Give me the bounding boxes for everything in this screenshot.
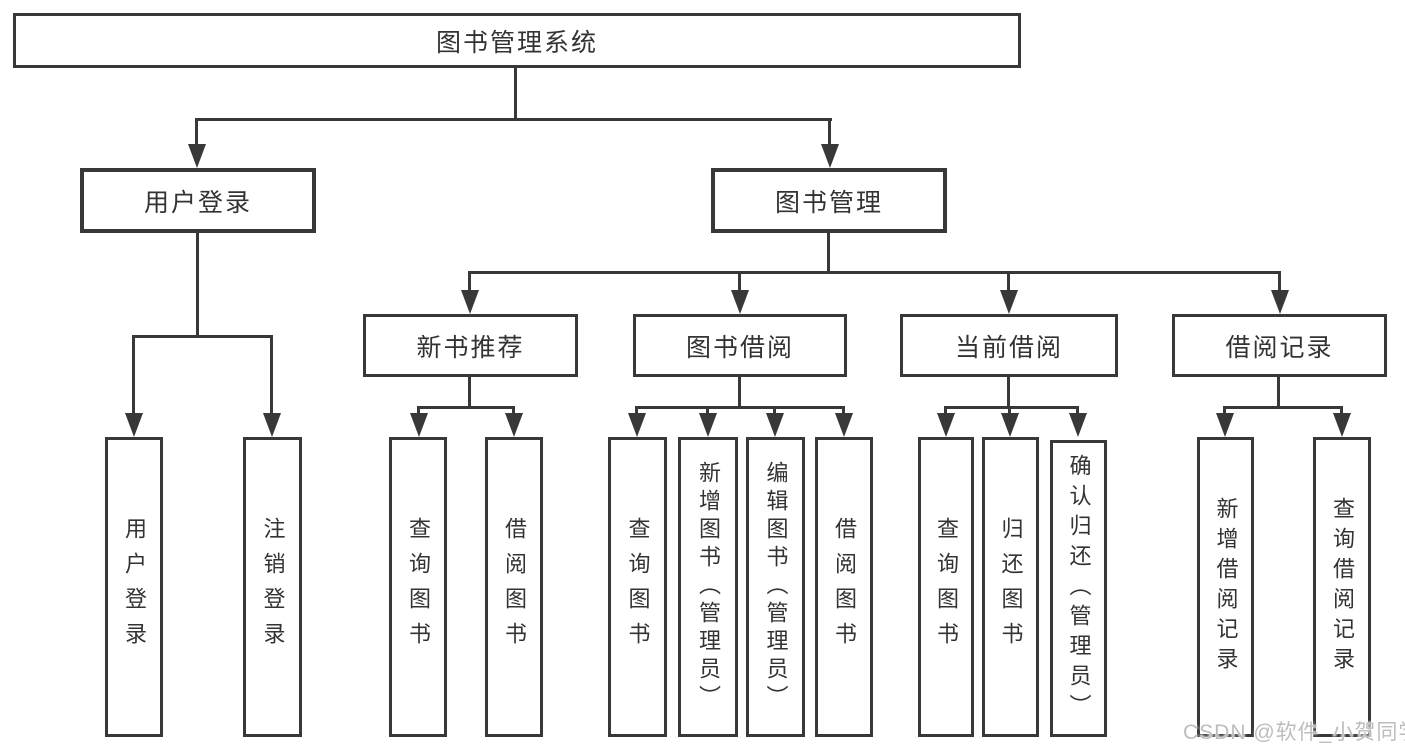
connector-drop-login-leaf bbox=[132, 338, 135, 415]
connector-drop-logout-leaf bbox=[270, 338, 273, 415]
arrowhead-cb-confirm bbox=[1069, 413, 1087, 437]
connector-root-stem bbox=[514, 68, 517, 121]
connector-book-borrow-stem bbox=[738, 377, 741, 409]
arrowhead-user-login bbox=[188, 144, 206, 168]
connector-drop-book-borrowing bbox=[738, 274, 741, 292]
connector-records-rail bbox=[1223, 406, 1343, 409]
leaf-query-borrow-record: 查询借阅记录 bbox=[1313, 437, 1371, 737]
arrowhead-logout-leaf bbox=[263, 413, 281, 437]
leaf-add-book-admin: 新增图书（管理员） bbox=[678, 437, 738, 737]
node-label: 查询图书 bbox=[625, 517, 651, 657]
arrowhead-bb-add bbox=[699, 413, 717, 437]
arrowhead-current-borrowing bbox=[1000, 290, 1018, 314]
connector-drop-br-add bbox=[1223, 409, 1226, 415]
node-label: 当前借阅 bbox=[954, 333, 1063, 362]
connector-book-mgmt-rail bbox=[468, 271, 1281, 274]
connector-drop-bb-borrow bbox=[842, 409, 845, 415]
node-label: 用户登录 bbox=[143, 188, 252, 217]
node-label: 新增图书（管理员） bbox=[696, 461, 721, 713]
leaf-borrow-books-recommend: 借阅图书 bbox=[485, 437, 543, 737]
node-label: 图书管理 bbox=[774, 188, 883, 217]
leaf-add-borrow-record: 新增借阅记录 bbox=[1197, 437, 1254, 737]
node-label: 注销登录 bbox=[260, 517, 286, 657]
connector-drop-bb-add bbox=[706, 409, 709, 415]
connector-drop-cb-confirm bbox=[1076, 409, 1079, 415]
connector-user-login-rail bbox=[132, 335, 273, 338]
connector-drop-borrowing-records bbox=[1278, 274, 1281, 292]
node-library-management-system: 图书管理系统 bbox=[13, 13, 1021, 68]
node-label: 查询图书 bbox=[934, 517, 959, 657]
node-current-borrowing: 当前借阅 bbox=[900, 314, 1118, 377]
leaf-logout: 注销登录 bbox=[243, 437, 302, 737]
arrowhead-br-add bbox=[1216, 413, 1234, 437]
leaf-query-books-current: 查询图书 bbox=[918, 437, 974, 737]
connector-book-mgmt-stem bbox=[827, 233, 830, 274]
arrowhead-cb-return bbox=[1001, 413, 1019, 437]
node-new-book-recommendation: 新书推荐 bbox=[363, 314, 578, 377]
connector-drop-nb-query bbox=[417, 409, 420, 415]
arrowhead-book-borrowing bbox=[731, 290, 749, 314]
node-book-borrowing: 图书借阅 bbox=[633, 314, 847, 377]
leaf-return-books: 归还图书 bbox=[982, 437, 1039, 737]
leaf-user-login: 用户登录 bbox=[105, 437, 163, 737]
node-label: 借阅图书 bbox=[832, 517, 857, 657]
node-label: 新增借阅记录 bbox=[1213, 497, 1239, 677]
node-borrowing-records: 借阅记录 bbox=[1172, 314, 1387, 377]
node-label: 借阅记录 bbox=[1225, 333, 1334, 362]
connector-book-borrow-rail bbox=[635, 406, 845, 409]
arrowhead-bb-query bbox=[628, 413, 646, 437]
arrowhead-login-leaf bbox=[125, 413, 143, 437]
connector-current-borrow-stem bbox=[1007, 377, 1010, 409]
arrowhead-new-books bbox=[461, 290, 479, 314]
arrowhead-nb-query bbox=[410, 413, 428, 437]
connector-drop-book-management bbox=[828, 121, 831, 146]
connector-drop-new-books bbox=[468, 274, 471, 292]
arrowhead-cb-query bbox=[937, 413, 955, 437]
leaf-borrow-books-borrowing: 借阅图书 bbox=[815, 437, 873, 737]
node-label: 图书管理系统 bbox=[435, 28, 598, 57]
connector-drop-cb-query bbox=[944, 409, 947, 415]
node-label: 新书推荐 bbox=[416, 333, 525, 362]
connector-root-rail bbox=[195, 118, 832, 121]
leaf-query-books-recommend: 查询图书 bbox=[389, 437, 447, 737]
arrowhead-borrowing-records bbox=[1271, 290, 1289, 314]
node-label: 查询图书 bbox=[406, 517, 431, 657]
leaf-edit-book-admin: 编辑图书（管理员） bbox=[746, 437, 805, 737]
leaf-query-books-borrowing: 查询图书 bbox=[608, 437, 667, 737]
connector-drop-cb-return bbox=[1008, 409, 1011, 415]
connector-new-books-rail bbox=[417, 406, 515, 409]
node-label: 编辑图书（管理员） bbox=[763, 461, 789, 713]
node-label: 归还图书 bbox=[998, 517, 1024, 657]
connector-drop-nb-borrow bbox=[512, 409, 515, 415]
node-user-login: 用户登录 bbox=[80, 168, 316, 233]
connector-drop-bb-query bbox=[635, 409, 638, 415]
connector-drop-current-borrowing bbox=[1007, 274, 1010, 292]
leaf-confirm-return-admin: 确认归还（管理员） bbox=[1050, 440, 1107, 737]
connector-drop-br-query bbox=[1340, 409, 1343, 415]
connector-current-borrow-rail bbox=[944, 406, 1079, 409]
arrowhead-nb-borrow bbox=[505, 413, 523, 437]
connector-records-stem bbox=[1277, 377, 1280, 409]
arrowhead-bb-borrow bbox=[835, 413, 853, 437]
connector-drop-user-login bbox=[195, 121, 198, 146]
node-label: 图书借阅 bbox=[685, 333, 794, 362]
node-label: 用户登录 bbox=[122, 517, 147, 657]
node-label: 查询借阅记录 bbox=[1330, 497, 1355, 677]
arrowhead-bb-edit bbox=[766, 413, 784, 437]
node-label: 确认归还（管理员） bbox=[1066, 453, 1092, 724]
arrowhead-book-management bbox=[821, 144, 839, 168]
node-label: 借阅图书 bbox=[502, 517, 527, 657]
connector-user-login-stem bbox=[196, 233, 199, 338]
connector-drop-bb-edit bbox=[773, 409, 776, 415]
arrowhead-br-query bbox=[1333, 413, 1351, 437]
csdn-watermark: CSDN @软件_小贺同学 bbox=[1183, 721, 1405, 744]
connector-new-books-stem bbox=[468, 377, 471, 409]
node-book-management: 图书管理 bbox=[711, 168, 947, 233]
